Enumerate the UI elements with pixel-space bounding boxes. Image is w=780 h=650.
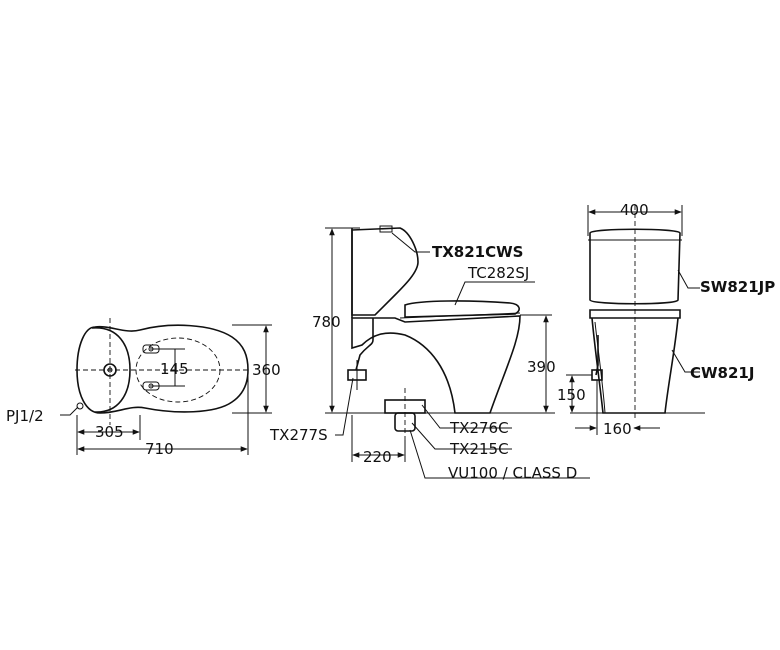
dim-inlet-spacing: 145 (160, 360, 189, 378)
flush-button-side (379, 225, 393, 233)
dim-width: 360 (252, 361, 281, 379)
dim-supply-height: 150 (557, 386, 586, 404)
top-view (60, 318, 272, 455)
label-tank-front: SW821JP (700, 278, 775, 296)
dim-length: 710 (145, 440, 174, 458)
side-view (325, 225, 590, 479)
bowl-side (351, 315, 521, 414)
seat-lid-side (404, 300, 520, 318)
dim-height: 780 (312, 313, 341, 331)
label-bowl-front: CW821J (690, 364, 754, 382)
supply-pipe-front (595, 335, 599, 376)
bowl-outline-top (76, 324, 249, 414)
dim-seat-height: 390 (527, 358, 556, 376)
supply-pipe-side (355, 318, 374, 371)
bowl-front (591, 317, 679, 414)
label-fitting-b: TX215C (449, 440, 509, 458)
front-view (566, 205, 705, 435)
dim-base-width: 160 (603, 420, 632, 438)
seat-front (589, 309, 681, 319)
tank-outline-top (91, 327, 131, 413)
label-stop-valve: TX277S (269, 426, 328, 444)
label-supply-thread: PJ1/2 (6, 407, 44, 425)
dim-top-width: 400 (620, 201, 649, 219)
label-seat: TC282SJ (467, 264, 529, 282)
tank-side (351, 227, 419, 316)
label-fitting-a: TX276C (449, 419, 509, 437)
dim-drain-offset: 220 (363, 448, 392, 466)
dim-side-outlet-offset: 305 (95, 423, 124, 441)
tank-front (589, 228, 681, 305)
label-tank: TX821CWS (432, 243, 523, 261)
label-drain: VU100 / CLASS D (448, 464, 577, 482)
